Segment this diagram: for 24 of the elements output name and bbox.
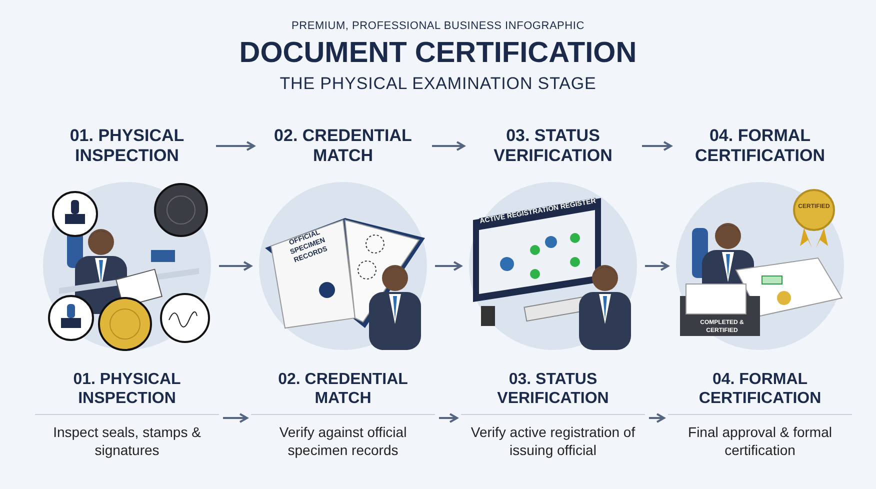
arrow: [223, 413, 248, 423]
step-description: Final approval & formal certification: [687, 423, 833, 459]
arrow: [219, 261, 252, 271]
arrow: [645, 261, 669, 271]
step-description: Verify active registration of issuing official: [470, 423, 636, 459]
kicker-text: PREMIUM, PROFESSIONAL BUSINESS INFOGRAPHIC: [292, 19, 584, 34]
step-description: Inspect seals, stamps & signatures: [52, 423, 202, 459]
arrow: [642, 141, 672, 151]
subtitle: THE PHYSICAL EXAMINATION STAGE: [280, 72, 596, 95]
step-heading: 03. STATUS VERIFICATION: [461, 370, 645, 415]
step-heading: 04. FORMAL CERTIFICATION: [694, 126, 826, 166]
step-heading: 01. PHYSICAL INSPECTION: [68, 126, 186, 166]
step-heading: 04. FORMAL CERTIFICATION: [668, 370, 852, 415]
step-heading: 02. CREDENTIAL MATCH: [251, 370, 435, 415]
arrow: [649, 413, 665, 423]
step-description: Verify against official specimen records: [278, 423, 408, 459]
step-heading: 01. PHYSICAL INSPECTION: [35, 370, 219, 415]
step-heading: 02. CREDENTIAL MATCH: [273, 126, 413, 166]
arrow: [216, 141, 255, 151]
arrow: [439, 413, 458, 423]
arrow: [435, 261, 462, 271]
step-heading: 03. STATUS VERIFICATION: [492, 126, 614, 166]
arrow: [432, 141, 465, 151]
title: DOCUMENT CERTIFICATION: [239, 36, 637, 70]
